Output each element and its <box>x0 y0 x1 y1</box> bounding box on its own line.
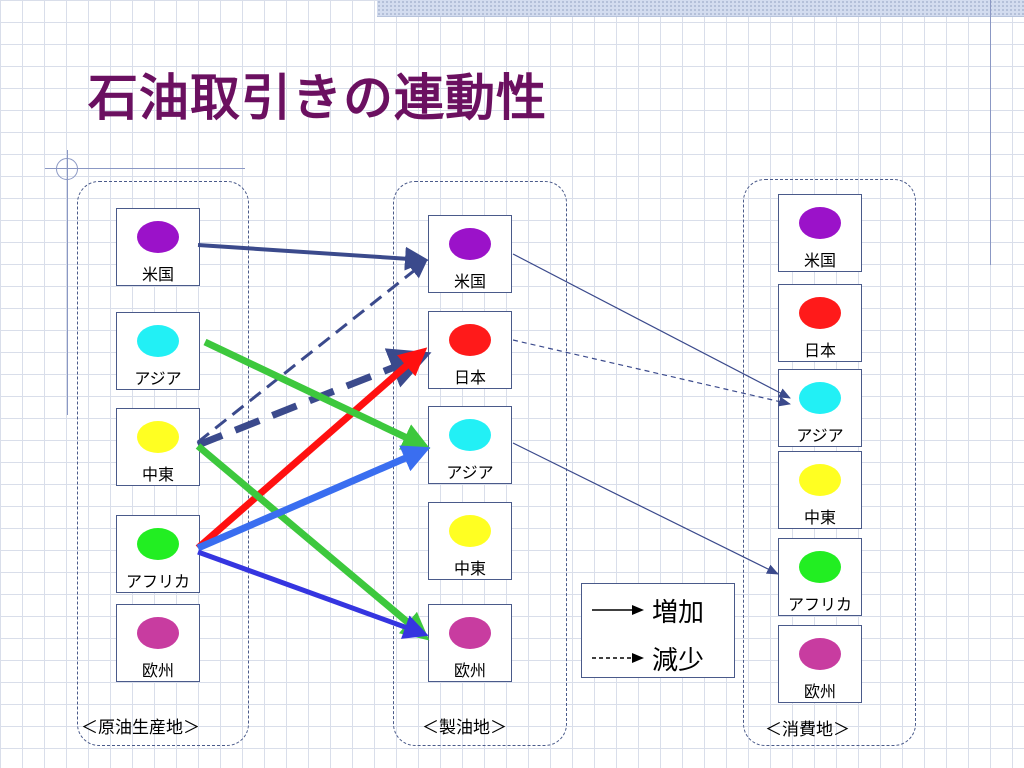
consumption-group <box>743 179 916 746</box>
consumption-node-europe: 欧州 <box>778 625 862 703</box>
node-label: 中東 <box>453 559 486 578</box>
consumption-node-usa: 米国 <box>778 194 862 272</box>
arrow-asia-refining-to-africa-consumption <box>512 442 779 575</box>
decorative-circle <box>56 158 78 180</box>
node-label: アフリカ <box>125 572 190 591</box>
production-node-asia: アジア <box>116 312 200 390</box>
arrow-japan-refining-to-asia-consumption <box>512 339 791 407</box>
refining-node-japan: 日本 <box>428 311 512 389</box>
node-label: 欧州 <box>141 661 174 680</box>
asia-dot <box>137 325 179 357</box>
node-label: アジア <box>796 426 844 445</box>
japan-dot <box>449 324 491 356</box>
node-label: 欧州 <box>803 682 836 701</box>
legend: 増加 減少 <box>581 583 735 678</box>
middle-east-dot <box>799 464 841 496</box>
consumption-node-japan: 日本 <box>778 284 862 362</box>
node-label: 米国 <box>803 251 836 270</box>
node-label: アフリカ <box>787 595 852 614</box>
solid-arrow-icon <box>592 605 644 615</box>
consumption-node-africa: アフリカ <box>778 538 862 616</box>
top-band-pattern <box>377 0 1024 16</box>
node-label: 欧州 <box>453 661 486 680</box>
asia-dot <box>799 382 841 414</box>
consumption-node-middle-east: 中東 <box>778 451 862 529</box>
africa-dot <box>799 551 841 583</box>
arrow-me-to-us-refining <box>197 260 428 444</box>
refining-node-middle-east: 中東 <box>428 502 512 580</box>
japan-dot <box>799 297 841 329</box>
legend-increase-label: 増加 <box>652 597 705 628</box>
refining-node-usa: 米国 <box>428 215 512 293</box>
europe-dot <box>449 617 491 649</box>
usa-dot <box>799 207 841 239</box>
arrow-africa-to-europe-refining <box>197 549 429 639</box>
consumption-group-label: ＜消費地＞ <box>765 720 850 740</box>
node-label: 米国 <box>141 265 174 284</box>
arrow-africa-to-japan-refining <box>195 347 428 551</box>
node-label: 日本 <box>453 368 486 387</box>
production-node-europe: 欧州 <box>116 604 200 682</box>
consumption-node-asia: アジア <box>778 369 862 447</box>
europe-dot <box>799 638 841 670</box>
europe-dot <box>137 617 179 649</box>
production-group <box>77 181 249 746</box>
legend-decrease: 減少 <box>592 640 704 676</box>
legend-decrease-label: 減少 <box>652 645 705 676</box>
asia-dot <box>449 419 491 451</box>
production-node-middle-east: 中東 <box>116 408 200 486</box>
node-label: 米国 <box>453 272 486 291</box>
africa-dot <box>137 528 179 560</box>
refining-node-europe: 欧州 <box>428 604 512 682</box>
right-decorative-line <box>990 0 991 265</box>
slide-title: 石油取引きの連動性 <box>88 68 547 127</box>
usa-dot <box>137 221 179 253</box>
arrow-asia-to-asia-refining <box>203 338 431 450</box>
arrow-africa-to-asia-refining <box>196 445 431 552</box>
arrow-me-to-europe-refining <box>195 443 430 641</box>
legend-increase: 増加 <box>592 592 704 628</box>
left-decorative-vline <box>67 150 68 415</box>
arrow-us-refining-to-asia-consumption <box>512 253 791 399</box>
left-decorative-hline <box>45 168 245 169</box>
refining-node-asia: アジア <box>428 406 512 484</box>
node-label: アジア <box>446 463 494 482</box>
middle-east-dot <box>137 421 179 453</box>
usa-dot <box>449 228 491 260</box>
middle-east-dot <box>449 515 491 547</box>
production-group-label: ＜原油生産地＞ <box>81 718 200 738</box>
arrow-me-to-japan-refining <box>196 348 432 449</box>
refining-group-label: ＜製油地＞ <box>422 718 507 738</box>
node-label: アジア <box>134 369 182 388</box>
arrow-us-to-us-refining <box>197 243 429 271</box>
node-label: 日本 <box>803 341 836 360</box>
node-label: 中東 <box>803 508 836 527</box>
dashed-arrow-icon <box>592 653 644 663</box>
node-label: 中東 <box>141 465 174 484</box>
